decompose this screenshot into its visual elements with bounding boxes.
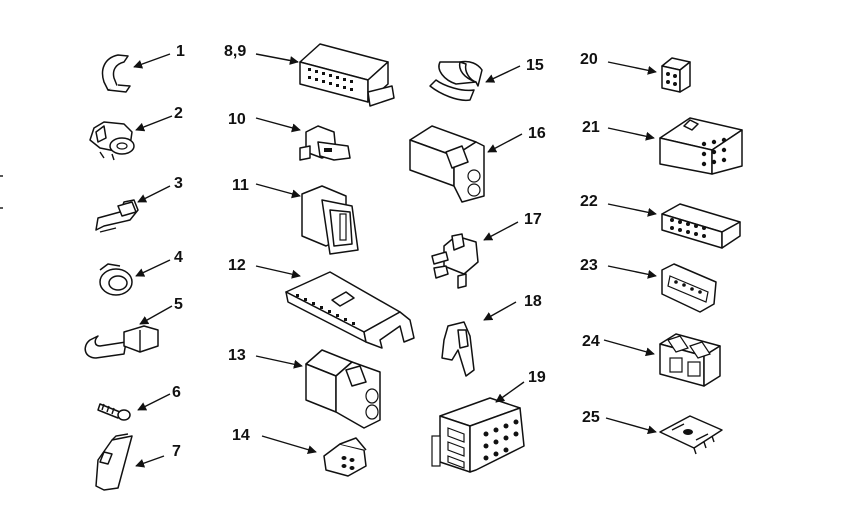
callout-5: 5 — [174, 296, 183, 313]
leader-6 — [137, 393, 171, 411]
part-11-housing — [301, 185, 359, 255]
leader-16 — [487, 133, 523, 153]
part-20-cube — [661, 57, 691, 93]
callout-22: 22 — [580, 193, 598, 210]
callout-23: 23 — [580, 257, 598, 274]
leader-8-9 — [255, 53, 299, 65]
callout-19: 19 — [528, 369, 546, 386]
leader-23 — [607, 265, 657, 279]
callout-14: 14 — [232, 427, 250, 444]
leader-21 — [607, 127, 655, 141]
part-21-large-cube — [659, 117, 743, 175]
part-13-housing — [305, 349, 381, 429]
part-4-grommet — [99, 263, 133, 296]
callout-21: 21 — [582, 119, 600, 136]
callout-6: 6 — [172, 384, 181, 401]
callout-17: 17 — [524, 211, 542, 228]
leader-2 — [135, 115, 173, 132]
leader-20 — [607, 61, 657, 75]
part-1-clip — [101, 54, 131, 93]
part-10-connector — [299, 125, 351, 161]
leader-11 — [255, 183, 301, 199]
part-18-hook-clip — [441, 321, 475, 377]
callout-2: 2 — [174, 105, 183, 122]
leader-25 — [605, 417, 657, 435]
callout-4: 4 — [174, 249, 183, 266]
leader-10 — [255, 117, 301, 133]
callout-15: 15 — [526, 57, 544, 74]
part-14-plug — [323, 437, 367, 477]
callout-24: 24 — [582, 333, 600, 350]
part-23-flat-connector — [661, 263, 717, 313]
callout-12: 12 — [228, 257, 246, 274]
part-19-multi-connector — [431, 397, 525, 473]
leader-12 — [255, 265, 301, 279]
part-25-plate — [659, 415, 723, 455]
part-8-9-housing — [299, 43, 395, 107]
leader-17 — [483, 221, 519, 241]
part-24-housing — [659, 333, 721, 387]
leader-7 — [135, 455, 165, 468]
callout-3: 3 — [174, 175, 183, 192]
leader-15 — [485, 65, 521, 83]
leader-19 — [495, 381, 525, 403]
part-3-wire-clip — [95, 199, 139, 233]
part-17-terminal-post — [431, 233, 479, 289]
part-16-housing — [409, 125, 485, 203]
leader-14 — [261, 435, 317, 455]
leader-24 — [603, 339, 655, 357]
part-6-screw — [97, 403, 131, 421]
callout-7: 7 — [172, 443, 181, 460]
part-12-terminal-block — [285, 271, 415, 349]
part-2-clamp — [89, 121, 135, 161]
part-5-cable-clamp — [84, 325, 159, 359]
part-15-sleeve — [429, 60, 483, 102]
leader-13 — [255, 355, 303, 369]
callout-11: 11 — [232, 177, 249, 194]
callout-1: 1 — [176, 43, 185, 60]
leader-3 — [137, 185, 171, 203]
part-7-strain-relief — [95, 433, 133, 491]
leader-18 — [483, 301, 517, 321]
leader-4 — [135, 259, 171, 277]
callout-10: 10 — [228, 111, 246, 128]
callout-8-9: 8,9 — [224, 43, 246, 60]
callout-16: 16 — [528, 125, 546, 142]
callout-13: 13 — [228, 347, 246, 364]
part-22-multi-pin-block — [661, 203, 741, 249]
callout-25: 25 — [582, 409, 600, 426]
leader-1 — [133, 53, 171, 69]
callout-18: 18 — [524, 293, 542, 310]
leader-5 — [139, 305, 173, 325]
leader-22 — [607, 203, 657, 217]
callout-20: 20 — [580, 51, 598, 68]
